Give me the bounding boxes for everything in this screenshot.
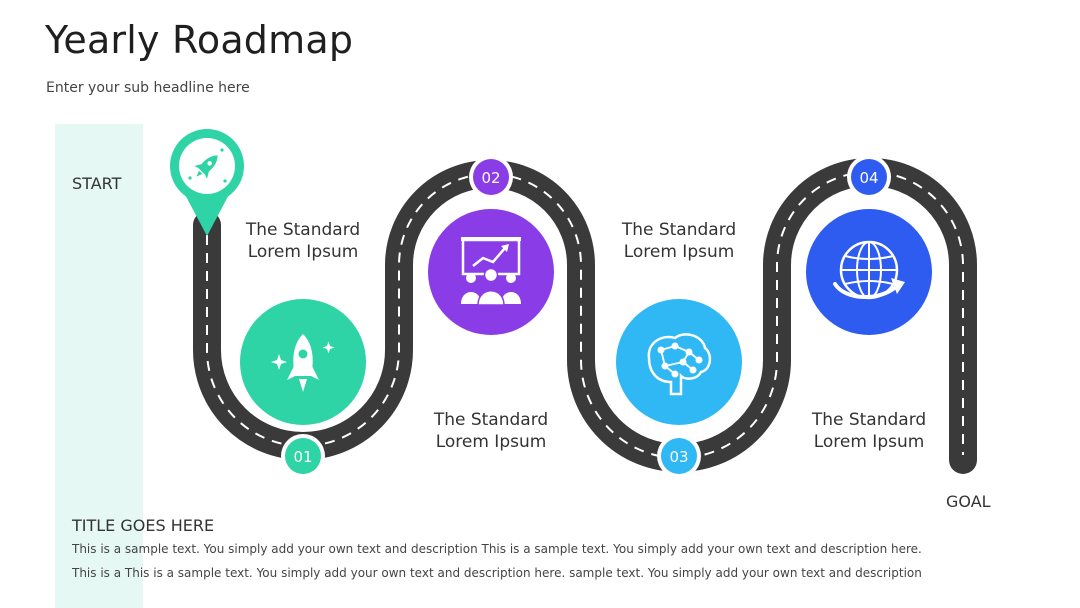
side-band — [55, 124, 143, 608]
milestone-01-text: The Standard Lorem Ipsum — [223, 219, 383, 263]
presentation-team-icon — [461, 237, 521, 306]
rocket-icon — [194, 155, 218, 179]
milestone-title: The Standard — [245, 220, 361, 240]
milestone-number: 02 — [481, 169, 500, 187]
footer-title: TITLE GOES HERE — [72, 516, 215, 535]
milestone-number: 04 — [859, 169, 878, 187]
footer-line-1: This is a sample text. You simply add yo… — [72, 542, 922, 556]
page-subtitle: Enter your sub headline here — [46, 80, 250, 96]
goal-label: GOAL — [946, 492, 991, 511]
milestone-03: 03 — [616, 299, 742, 478]
milestone-subtitle: Lorem Ipsum — [247, 242, 359, 262]
milestone-subtitle: Lorem Ipsum — [623, 242, 735, 262]
brain-network-icon — [647, 333, 712, 396]
milestone-02-text: The Standard Lorem Ipsum — [411, 409, 571, 453]
start-pin — [170, 129, 244, 236]
milestone-title: The Standard — [433, 410, 549, 430]
milestone-title: The Standard — [811, 410, 927, 430]
milestone-subtitle: Lorem Ipsum — [813, 432, 925, 452]
start-label: START — [72, 174, 122, 193]
milestone-04: 04 — [806, 155, 932, 335]
milestone-title: The Standard — [621, 220, 737, 240]
milestone-subtitle: Lorem Ipsum — [435, 432, 547, 452]
milestone-03-text: The Standard Lorem Ipsum — [599, 219, 759, 263]
milestone-number: 03 — [669, 448, 688, 466]
page-title: Yearly Roadmap — [45, 18, 354, 62]
milestone-number: 01 — [293, 448, 312, 466]
road-path — [193, 158, 977, 474]
rocket-icon — [271, 334, 335, 392]
milestone-01: 01 — [240, 299, 366, 478]
milestone-04-text: The Standard Lorem Ipsum — [789, 409, 949, 453]
footer-line-2: This is a This is a sample text. You sim… — [72, 566, 922, 580]
milestone-02: 02 — [428, 155, 554, 335]
globe-arrow-icon — [833, 240, 905, 300]
